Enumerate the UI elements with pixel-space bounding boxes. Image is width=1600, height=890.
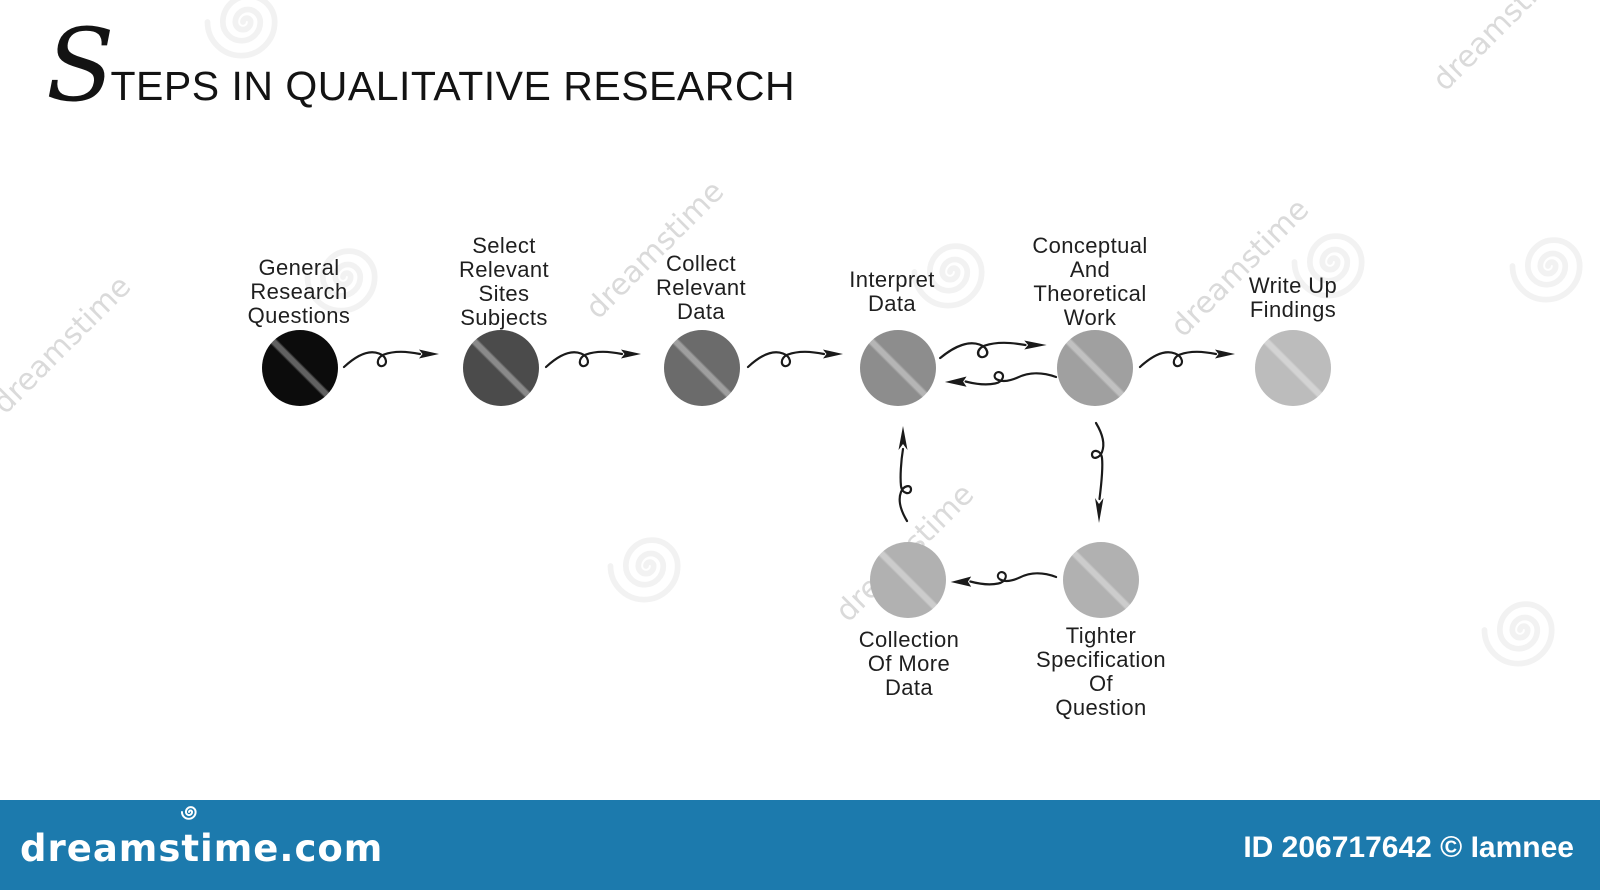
node-circle-interpret-data [860, 330, 936, 406]
arrow-conceptual-to-writeup [1138, 349, 1235, 369]
arrow-collection-to-interpret [898, 426, 913, 523]
watermark-bar [0, 800, 1600, 890]
node-circle-tighter-specification-of-question [1063, 542, 1139, 618]
node-circle-collection-of-more-data [870, 542, 946, 618]
image-credit: ID 206717642 © Iamnee [1243, 831, 1574, 864]
node-label-conceptual-and-theoretical-work: Conceptual And Theoretical Work [1032, 233, 1148, 330]
node-label-general-research-questions: General Research Questions [247, 255, 351, 328]
arrow-select-to-collect [544, 349, 641, 369]
arrow-interpret-to-conceptual [939, 340, 1047, 360]
title-text: TEPS IN QUALITATIVE RESEARCH [110, 63, 796, 109]
dreamstime-logo: dreamstime.com [20, 827, 384, 870]
node-circle-general-research-questions [262, 330, 338, 406]
node-label-collection-of-more-data: Collection Of More Data [858, 627, 960, 700]
arrow-collect-to-interpret [746, 349, 843, 369]
dreamstime-watermark-text: dreamstime [0, 268, 139, 422]
node-label-tighter-specification-of-question: Tighter Specification Of Question [1036, 623, 1166, 720]
node-circle-write-up-findings [1255, 330, 1331, 406]
arrow-tighter-to-collection [950, 571, 1058, 587]
node-circle-collect-relevant-data [664, 330, 740, 406]
page-title: S TEPS IN QUALITATIVE RESEARCH [46, 16, 795, 116]
title-initial-letter: S [46, 7, 115, 124]
node-label-interpret-data: Interpret Data [849, 267, 935, 316]
arrow-conceptual-to-tighter [1090, 421, 1105, 523]
node-label-collect-relevant-data: Collect Relevant Data [655, 251, 747, 324]
spiral-watermark-icon [1509, 237, 1583, 303]
logo-spiral-icon [180, 806, 197, 820]
node-label-select-relevant-sites-subjects: Select Relevant Sites Subjects [458, 233, 550, 330]
spiral-watermark-icon [607, 537, 681, 603]
spiral-watermark-icon [1481, 601, 1555, 667]
node-circle-select-relevant-sites-subjects [463, 330, 539, 406]
dreamstime-watermark-text: dreamstime [1425, 0, 1579, 99]
arrow-conceptual-to-interpret [944, 371, 1058, 387]
arrow-general-to-select [342, 349, 439, 369]
node-label-write-up-findings: Write Up Findings [1248, 273, 1338, 322]
node-circle-conceptual-and-theoretical-work [1057, 330, 1133, 406]
